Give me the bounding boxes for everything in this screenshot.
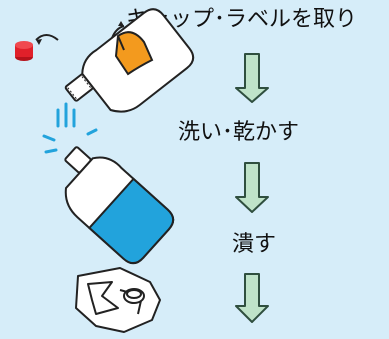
- cap-icon: [15, 41, 33, 61]
- arrowhead-icon: [36, 39, 42, 45]
- step-1-label: キャップ･ラベルを取り: [126, 7, 358, 32]
- water-splash-icon: [42, 102, 98, 154]
- step-3-label: 潰す: [232, 232, 277, 257]
- down-arrow-icon: [235, 273, 269, 323]
- bottle-with-water-icon: [64, 146, 175, 265]
- down-arrow-icon: [235, 53, 269, 103]
- down-arrow-icon: [235, 162, 269, 213]
- step-2-label: 洗い･乾かす: [178, 120, 300, 145]
- bottle-with-label-icon: [64, 8, 195, 113]
- remove-cap-arrow-icon: [35, 34, 59, 41]
- crushed-bottle-icon: [75, 267, 161, 333]
